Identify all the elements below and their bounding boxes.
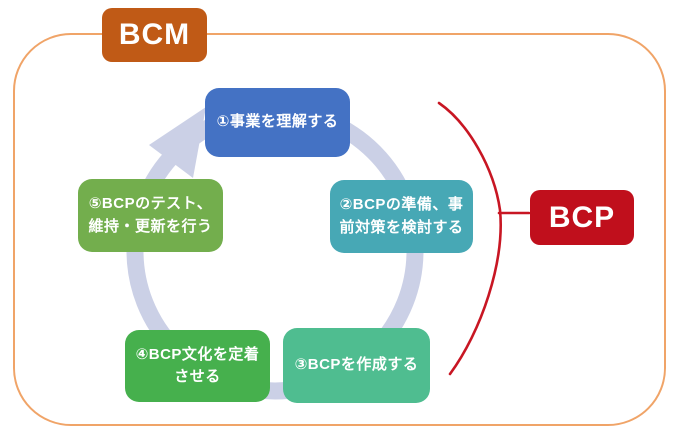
step-1-label: ①事業を理解する	[216, 113, 339, 131]
bcp-brace	[437, 101, 502, 376]
step-box-2: ②BCPの準備、事 前対策を検討する	[330, 180, 473, 253]
step-box-5: ⑤BCPのテスト、 維持・更新を行う	[78, 179, 223, 252]
step-3-label: ③BCPを作成する	[294, 356, 419, 374]
step-box-4: ④BCP文化を定着 させる	[125, 330, 270, 402]
bcm-tag: BCM	[102, 8, 207, 62]
step-box-3: ③BCPを作成する	[283, 328, 430, 403]
bcm-tag-label: BCM	[118, 18, 191, 51]
step-box-1: ①事業を理解する	[205, 88, 350, 157]
step-5-label: ⑤BCPのテスト、	[88, 195, 213, 212]
step-4-label: ④BCP文化を定着	[135, 345, 260, 363]
step-2-label: ②BCPの準備、事	[339, 196, 464, 213]
step-2-label-line2: 前対策を検討する	[339, 218, 464, 236]
bcm-frame	[13, 33, 666, 426]
bcp-tag-label: BCP	[548, 200, 616, 234]
step-4-label-line2: させる	[174, 368, 221, 385]
cycle-arrowhead-icon	[149, 107, 206, 178]
bcp-tag: BCP	[530, 190, 634, 245]
step-5-label-line2: 維持・更新を行う	[88, 217, 213, 235]
